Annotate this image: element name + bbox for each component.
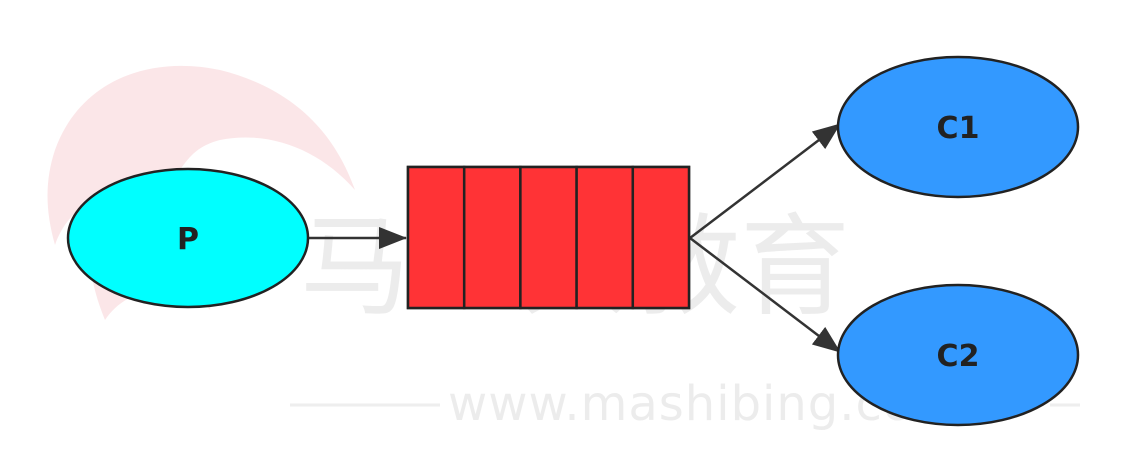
edge-queue-to-c2 (689, 237, 841, 353)
consumer-c1-ellipse (836, 55, 1080, 199)
watermark-logo-icon (47, 65, 355, 245)
queue (406, 165, 691, 310)
consumer-c2-ellipse (836, 283, 1080, 427)
queue-slot (631, 165, 691, 310)
producer-ellipse (66, 167, 310, 309)
producer-node: P (66, 167, 310, 309)
producer-label: P (177, 222, 199, 257)
queue-slot (462, 165, 522, 310)
queue-slot (406, 165, 466, 310)
consumer-c1-label: C1 (937, 111, 980, 146)
consumer-node-c2: C2 (836, 283, 1080, 427)
edge-queue-to-c1 (689, 123, 841, 239)
queue-slot (575, 165, 635, 310)
watermark-url: www.mashibing.co (448, 376, 913, 432)
consumer-c2-label: C2 (937, 339, 980, 374)
consumer-node-c1: C1 (836, 55, 1080, 199)
queue-slot (519, 165, 578, 310)
